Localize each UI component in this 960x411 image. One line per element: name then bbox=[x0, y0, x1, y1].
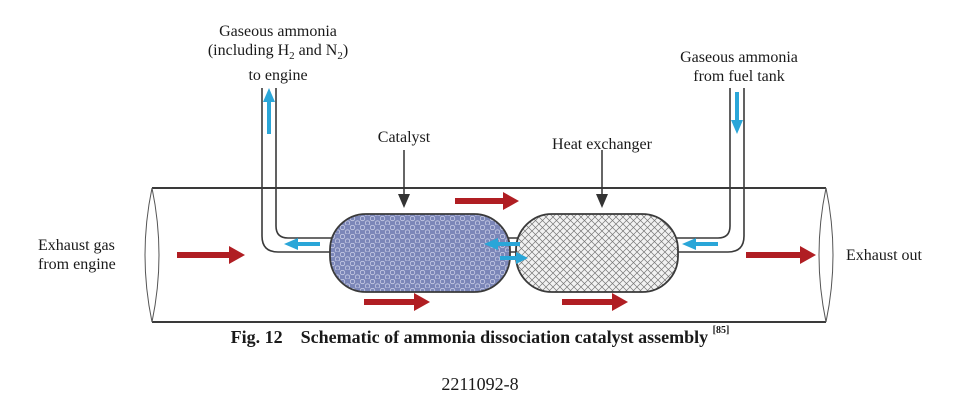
ammonia-outlet-tube bbox=[261, 88, 352, 253]
label-exhaust-in-line2: from engine bbox=[38, 256, 116, 273]
label-ammonia-to-engine-line2: (including H2 and N2) bbox=[207, 42, 349, 63]
label-heat-exchanger: Heat exchanger bbox=[552, 136, 652, 153]
ammonia-arrow-left-3 bbox=[682, 238, 718, 250]
ammonia-arrow-right-small bbox=[500, 252, 528, 264]
catalyst-pointer-arrow bbox=[398, 150, 410, 208]
label-exhaust-in-line1: Exhaust gas bbox=[38, 237, 115, 254]
label-ammonia-from-tank-line2: from fuel tank bbox=[693, 68, 785, 85]
ammonia-arrow-left-1 bbox=[284, 238, 320, 250]
exhaust-pipe bbox=[144, 187, 834, 323]
heat-exchanger-element bbox=[515, 213, 679, 293]
label-ammonia-to-engine-line3: to engine bbox=[248, 67, 308, 85]
ammonia-flow-arrows bbox=[263, 88, 743, 264]
label-ammonia-from-tank: Gaseous ammonia from fuel tank bbox=[664, 48, 814, 86]
label-exhaust-out: Exhaust out bbox=[846, 247, 922, 264]
figure-number: Fig. 12 bbox=[230, 327, 283, 347]
label-ammonia-to-engine: Gaseous ammonia (including H2 and N2) to… bbox=[188, 22, 368, 85]
ammonia-arrow-left-2 bbox=[484, 238, 520, 250]
exhaust-arrow-inlet bbox=[177, 246, 245, 264]
page-number: 2211092-8 bbox=[441, 374, 519, 394]
exhaust-arrow-top bbox=[455, 192, 519, 210]
ammonia-arrow-up-left bbox=[263, 88, 275, 134]
figure-caption: Fig. 12 Schematic of ammonia dissociation… bbox=[0, 325, 960, 348]
label-ammonia-to-engine-line1: Gaseous ammonia bbox=[219, 23, 337, 40]
exhaust-arrow-outlet bbox=[746, 246, 816, 264]
label-catalyst: Catalyst bbox=[377, 129, 431, 146]
heat-exchanger-pointer-arrow bbox=[596, 150, 608, 208]
catalyst-element bbox=[329, 213, 511, 293]
exhaust-arrow-bottom-left bbox=[364, 293, 430, 311]
label-ammonia-from-tank-line1: Gaseous ammonia bbox=[680, 49, 798, 66]
exhaust-flow-arrows bbox=[177, 192, 816, 311]
ammonia-inlet-tube bbox=[660, 88, 745, 253]
label-exhaust-in: Exhaust gas from engine bbox=[38, 236, 148, 274]
figure-reference: [85] bbox=[712, 325, 730, 336]
figure-title: Schematic of ammonia dissociation cataly… bbox=[300, 327, 709, 347]
ammonia-arrow-down-right bbox=[731, 92, 743, 134]
exhaust-arrow-bottom-right bbox=[562, 293, 628, 311]
